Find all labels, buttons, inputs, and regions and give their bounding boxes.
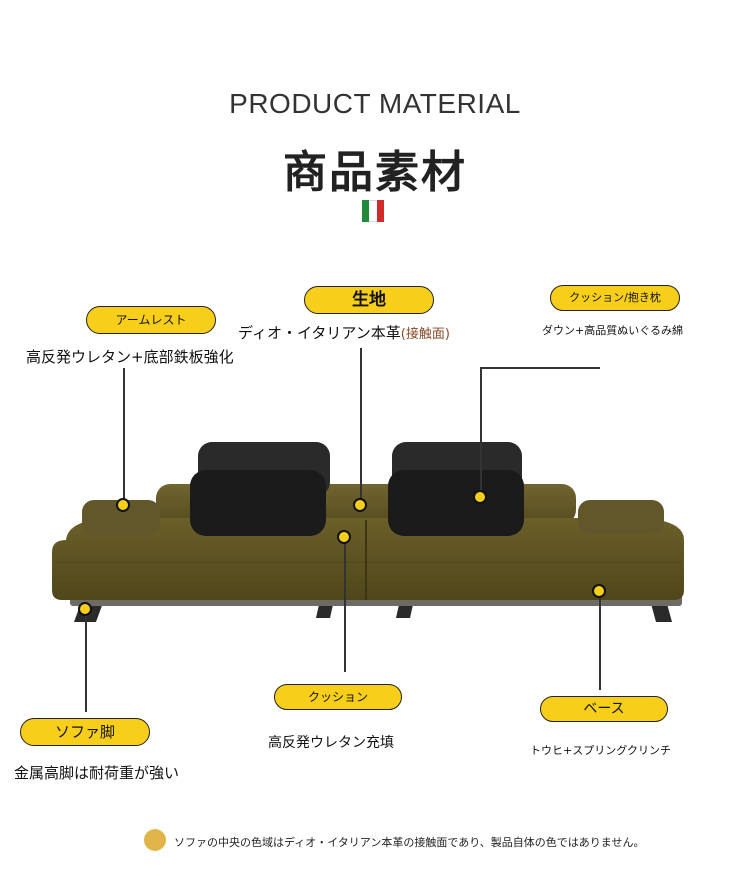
label-cushion-pillow: クッション/抱き枕: [550, 285, 680, 311]
leader-line-base: [599, 592, 601, 690]
leader-line-pillow-v: [480, 367, 482, 495]
leader-line-pillow-h: [480, 367, 600, 369]
armrest-left: [82, 500, 160, 536]
leader-line-armrest: [123, 368, 125, 504]
leader-line-cushion: [344, 540, 346, 672]
armrest-right: [578, 500, 664, 534]
footnote: ソファの中央の色域はディオ・イタリアン本革の接触面であり、製品自体の色ではありま…: [174, 836, 645, 849]
label-cushion: クッション: [274, 684, 402, 710]
sofa-seat: [52, 518, 684, 600]
desc-cushion-pillow: ダウン+高品質ぬいぐるみ綿: [542, 324, 683, 337]
desc-base: トウヒ+スプリングクリンチ: [530, 744, 671, 757]
desc-fabric-accent: (接触面): [400, 327, 450, 342]
desc-fabric: ディオ・イタリアン本革(接触面): [238, 322, 450, 343]
label-base: ベース: [540, 696, 668, 722]
leader-line-legs: [85, 612, 87, 712]
label-fabric: 生地: [304, 286, 434, 314]
note-dot-icon: [144, 829, 166, 851]
marker-dot-fabric: [353, 498, 367, 512]
marker-dot-legs: [78, 602, 92, 616]
leader-line-fabric: [360, 348, 362, 500]
label-legs: ソファ脚: [20, 718, 150, 746]
label-armrest: アームレスト: [86, 306, 216, 334]
desc-armrest: 高反発ウレタン+底部鉄板強化: [26, 348, 234, 366]
desc-cushion: 高反発ウレタン充填: [268, 735, 394, 751]
marker-dot-pillow: [473, 490, 487, 504]
title-english: PRODUCT MATERIAL: [229, 88, 521, 119]
marker-dot-base: [592, 584, 606, 598]
marker-dot-cushion: [337, 530, 351, 544]
italy-flag-icon: [362, 200, 384, 222]
desc-fabric-main: ディオ・イタリアン本革: [238, 324, 401, 342]
pillow-front-left: [190, 470, 326, 536]
marker-dot-armrest: [116, 498, 130, 512]
title-japanese: 商品素材: [283, 147, 467, 198]
desc-legs: 金属高脚は耐荷重が強い: [14, 764, 180, 782]
pillow-front-right: [388, 470, 524, 536]
